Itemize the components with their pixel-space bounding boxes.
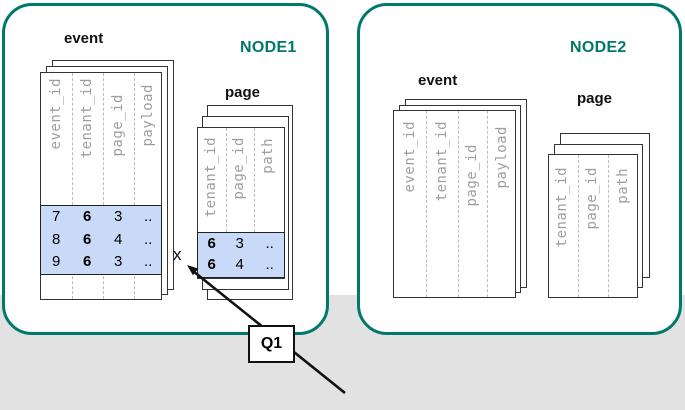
table-cell: .. bbox=[143, 208, 153, 226]
node1-event-table: event_id tenant_id page_id payload 7 6 3… bbox=[39, 72, 162, 300]
table-row: 9 6 3 .. bbox=[41, 250, 161, 272]
column-label-page-id: page_id bbox=[231, 137, 247, 200]
node2-page-table: tenant_id page_id path bbox=[548, 154, 638, 298]
highlighted-rows: 6 3 .. 6 4 .. bbox=[196, 231, 285, 278]
column-separator bbox=[254, 128, 255, 278]
highlighted-rows: 7 6 3 .. 8 6 4 .. 9 6 3 .. bbox=[39, 204, 162, 275]
table-cell: .. bbox=[265, 234, 274, 252]
table-cell: 6 bbox=[207, 234, 216, 252]
q1-query-label: Q1 bbox=[248, 325, 295, 363]
table-cell: 4 bbox=[113, 230, 123, 248]
table-cell: 8 bbox=[51, 230, 61, 248]
table-cell: 6 bbox=[82, 208, 92, 226]
table-row: 6 4 .. bbox=[198, 254, 284, 276]
table-cell: 3 bbox=[113, 208, 123, 226]
column-label-payload: payload bbox=[494, 126, 510, 189]
node1-title: NODE1 bbox=[240, 39, 297, 56]
table-cell: 6 bbox=[82, 252, 92, 270]
column-label-tenant-id: tenant_id bbox=[79, 78, 95, 159]
column-separator bbox=[103, 73, 104, 299]
table-cell: 6 bbox=[207, 256, 216, 274]
table-cell: 4 bbox=[235, 256, 244, 274]
column-separator bbox=[426, 111, 427, 297]
column-separator bbox=[578, 155, 579, 297]
table-row: 7 6 3 .. bbox=[41, 206, 161, 228]
column-label-path: path bbox=[260, 138, 276, 174]
node1-page-table-label: page bbox=[225, 84, 261, 101]
node2-event-table: event_id tenant_id page_id payload bbox=[393, 110, 516, 298]
table-cell: 3 bbox=[113, 252, 123, 270]
column-label-event-id: event_id bbox=[48, 78, 64, 150]
table-row: 8 6 4 .. bbox=[41, 228, 161, 250]
table-cell: 6 bbox=[82, 230, 92, 248]
table-row: 6 3 .. bbox=[198, 233, 284, 255]
node2-title: NODE2 bbox=[570, 39, 627, 56]
column-label-page-id: page_id bbox=[464, 144, 480, 207]
column-label-tenant-id: tenant_id bbox=[434, 121, 450, 202]
column-label-event-id: event_id bbox=[402, 121, 418, 193]
node1-event-table-label: event bbox=[64, 30, 104, 47]
node2-event-table-label: event bbox=[418, 72, 458, 89]
column-separator bbox=[608, 155, 609, 297]
column-separator bbox=[134, 73, 135, 299]
column-label-payload: payload bbox=[140, 84, 156, 147]
column-label-page-id: page_id bbox=[584, 167, 600, 230]
node2-page-table-label: page bbox=[577, 90, 613, 107]
table-cell: .. bbox=[143, 230, 153, 248]
table-cell: .. bbox=[265, 256, 274, 274]
table-cell: 9 bbox=[51, 252, 61, 270]
column-separator bbox=[487, 111, 488, 297]
column-separator bbox=[226, 128, 227, 278]
table-cell: .. bbox=[143, 252, 153, 270]
column-label-page-id: page_id bbox=[110, 94, 126, 157]
join-x-marker: x bbox=[173, 245, 182, 264]
table-cell: 3 bbox=[235, 234, 244, 252]
q1-query-text: Q1 bbox=[260, 335, 283, 352]
table-cell: 7 bbox=[51, 208, 61, 226]
column-label-tenant-id: tenant_id bbox=[554, 167, 570, 248]
column-separator bbox=[458, 111, 459, 297]
column-separator bbox=[72, 73, 73, 299]
node1-page-table: tenant_id page_id path 6 3 .. 6 4 .. bbox=[196, 127, 285, 279]
column-label-tenant-id: tenant_id bbox=[203, 137, 219, 218]
column-label-path: path bbox=[615, 168, 631, 204]
